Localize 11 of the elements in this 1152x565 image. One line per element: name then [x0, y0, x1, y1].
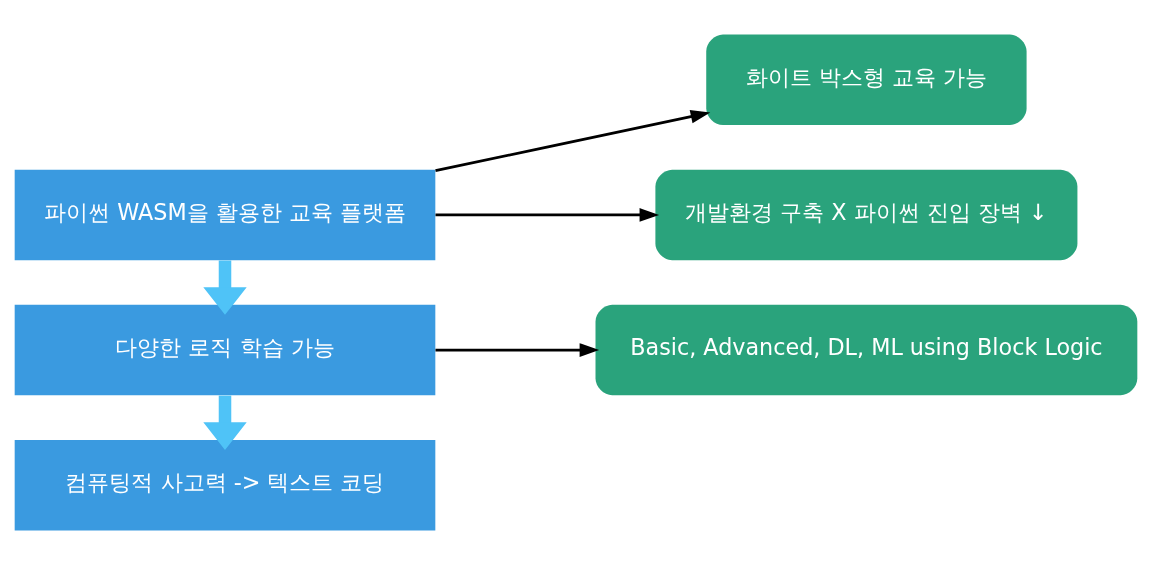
arrow	[203, 260, 247, 315]
node-box: 파이썬 WASM을 활용한 교육 플랫폼	[14, 169, 436, 261]
node-box: 개발환경 구축 X 파이썬 진입 장벽 ↓	[655, 169, 1078, 261]
node-box: Basic, Advanced, DL, ML using Block Logic	[595, 304, 1138, 396]
arrow	[435, 208, 660, 222]
node-box: 컴퓨팅적 사고력 -> 텍스트 코딩	[14, 439, 436, 531]
node-box: 화이트 박스형 교육 가능	[706, 34, 1027, 126]
arrow	[435, 343, 600, 357]
arrow	[203, 395, 247, 450]
arrow	[435, 109, 711, 173]
node-box: 다양한 로직 학습 가능	[14, 304, 436, 396]
